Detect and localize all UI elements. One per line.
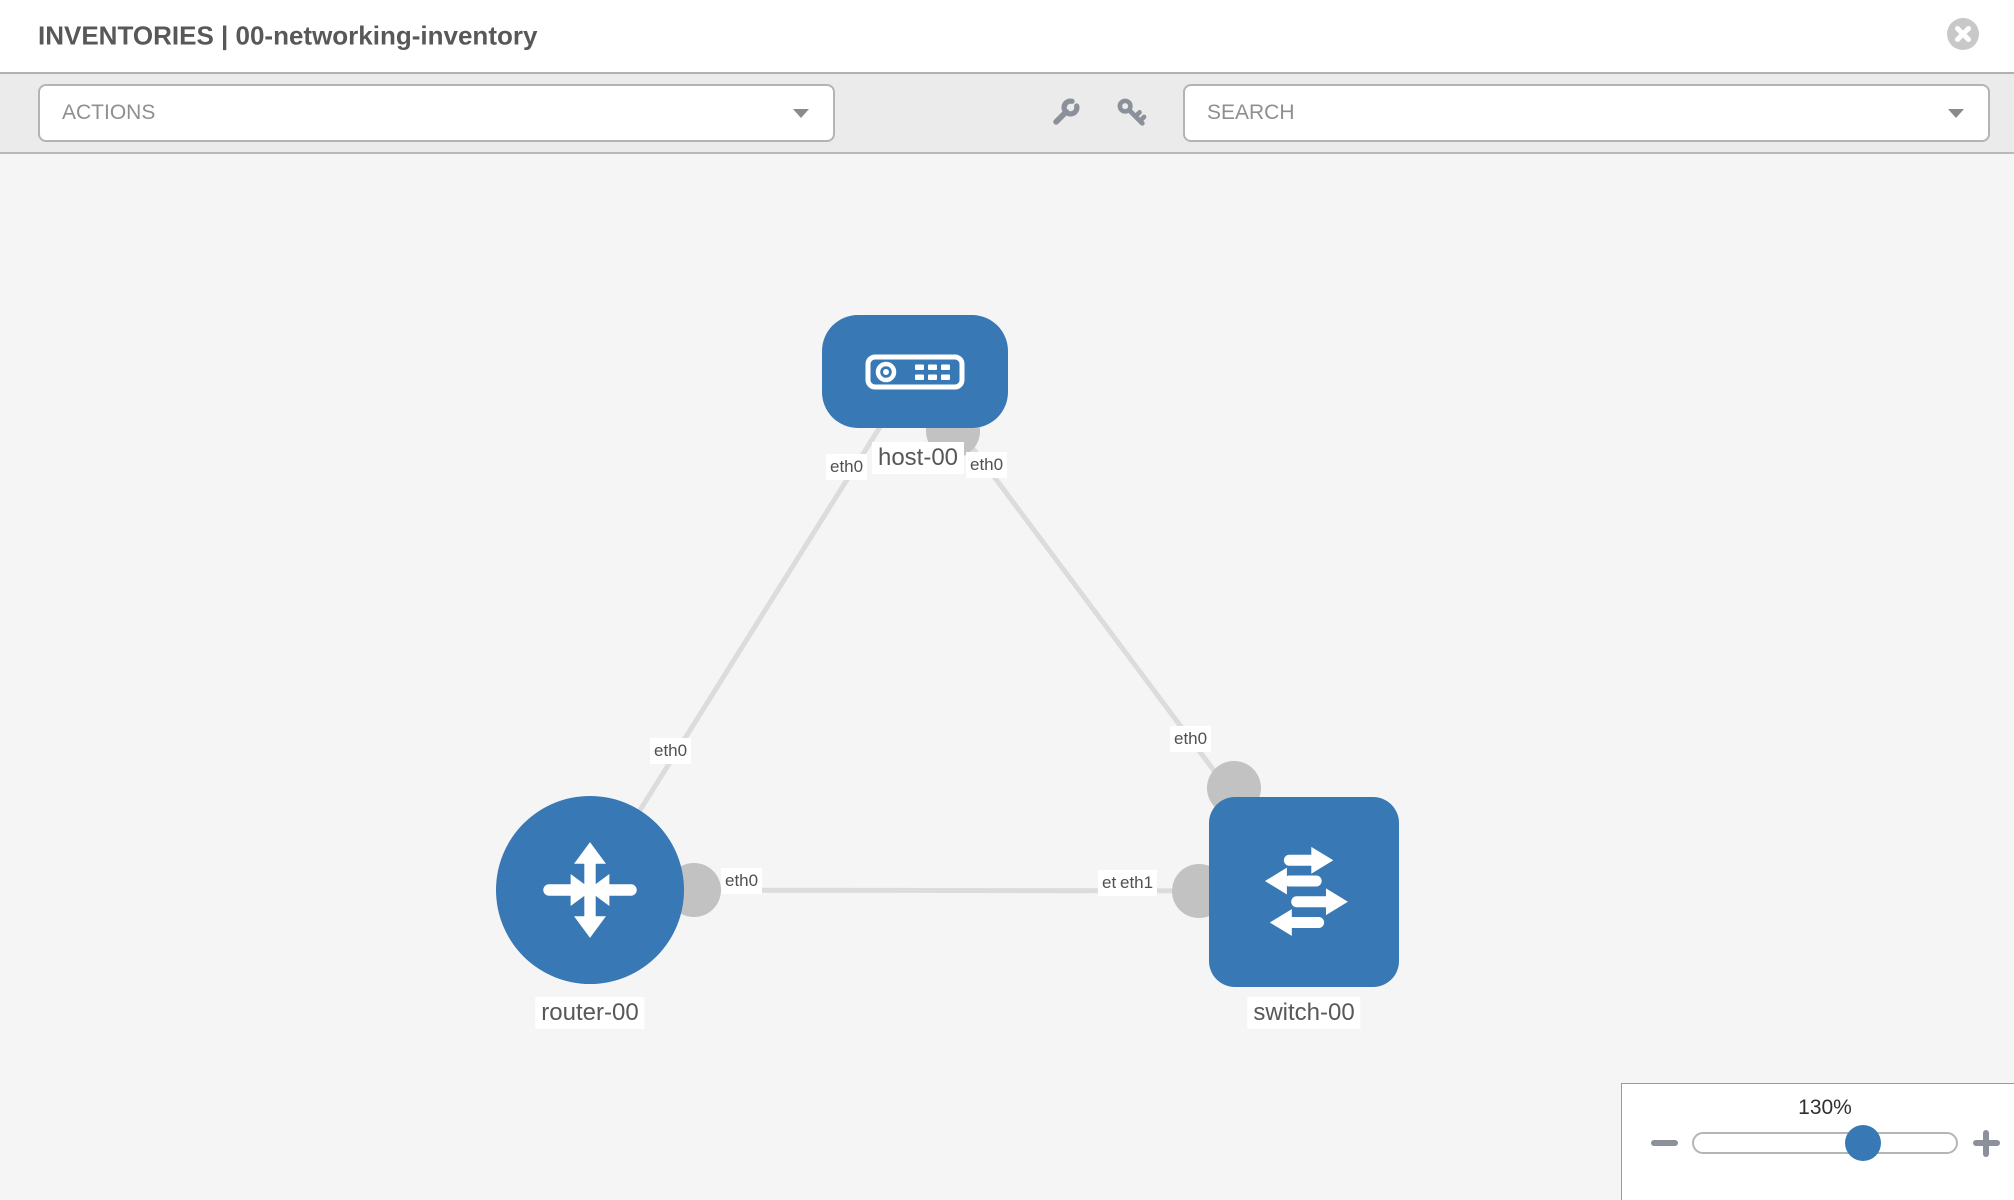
port-label-switch-top: eth0: [1170, 726, 1212, 753]
zoom-slider-handle[interactable]: [1845, 1125, 1881, 1161]
node-label-router-00: router-00: [535, 997, 645, 1029]
wrench-button[interactable]: [1043, 91, 1087, 135]
topology-canvas[interactable]: [0, 154, 2014, 1200]
wrench-icon: [1049, 97, 1081, 129]
header: INVENTORIES | 00-networking-inventory: [0, 0, 2014, 72]
zoom-slider-track[interactable]: [1692, 1132, 1958, 1154]
switch-icon: [1243, 831, 1365, 953]
zoom-control-panel: 130%: [1621, 1083, 2014, 1200]
node-router-00[interactable]: [496, 796, 684, 984]
host-icon: [865, 354, 965, 390]
toolbar: ACTIONS: [0, 72, 2014, 154]
chevron-down-icon: [793, 109, 809, 118]
page-title: INVENTORIES | 00-networking-inventory: [38, 20, 538, 51]
node-switch-00[interactable]: [1209, 797, 1399, 987]
key-icon: [1116, 97, 1148, 129]
search-dropdown-label: SEARCH: [1207, 101, 1295, 124]
router-icon: [533, 833, 647, 947]
plus-icon[interactable]: [1973, 1130, 2000, 1157]
port-label-link-left: eth0: [721, 868, 763, 895]
port-label-host-right: eth0: [966, 452, 1008, 479]
close-button[interactable]: [1946, 17, 1980, 51]
x-circle-icon: [1946, 17, 1980, 51]
port-label-router-top: eth0: [650, 738, 692, 765]
search-dropdown[interactable]: SEARCH: [1183, 84, 1990, 142]
node-host-00[interactable]: [822, 315, 1008, 428]
node-label-switch-00: switch-00: [1247, 997, 1361, 1029]
minus-icon[interactable]: [1651, 1140, 1678, 1146]
key-button[interactable]: [1110, 91, 1154, 135]
node-label-host-00: host-00: [871, 442, 965, 474]
actions-dropdown[interactable]: ACTIONS: [38, 84, 835, 142]
plus-bar-vertical: [1983, 1130, 1989, 1157]
port-label-link-right-front: eth1: [1116, 870, 1158, 897]
zoom-percentage: 130%: [1798, 1096, 1852, 1119]
port-label-host-left: eth0: [826, 454, 868, 481]
chevron-down-icon: [1948, 109, 1964, 118]
actions-dropdown-label: ACTIONS: [62, 101, 156, 124]
